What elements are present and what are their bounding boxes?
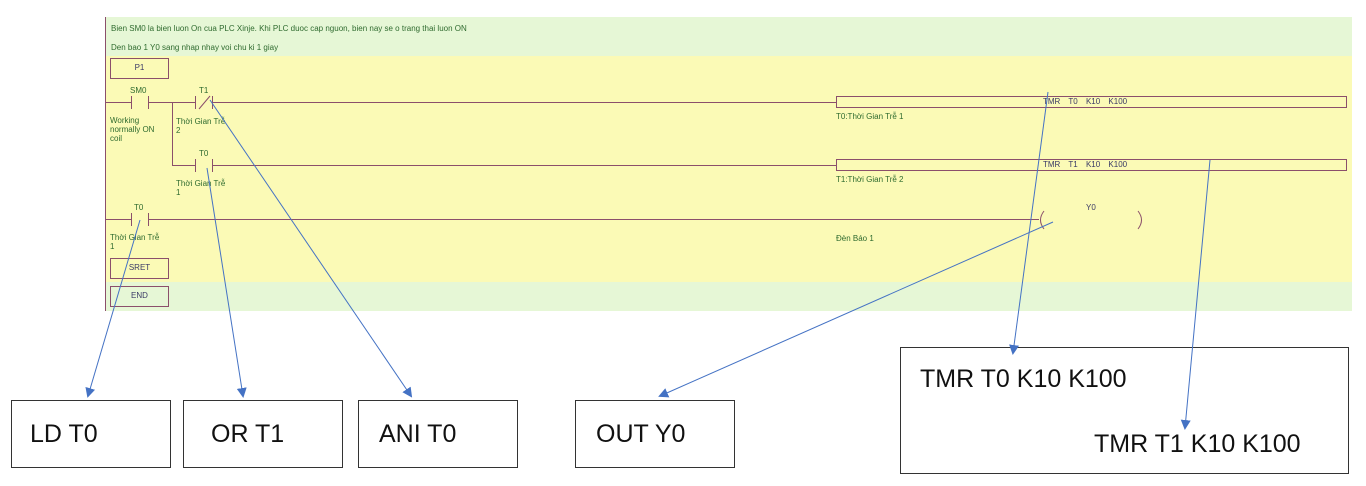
tmr-t1-coil[interactable] bbox=[836, 159, 1347, 171]
tmr-t0-coil[interactable] bbox=[836, 96, 1347, 108]
t0-branch-contact-left[interactable] bbox=[195, 159, 196, 172]
tmr-t0-instruction: TMR T0 K10 K100 bbox=[1043, 97, 1128, 106]
callout-ani-text: ANI T0 bbox=[379, 420, 457, 448]
rung2-wire-a bbox=[106, 219, 131, 220]
sm0-contact-right[interactable] bbox=[148, 96, 149, 109]
arrow-out bbox=[658, 221, 1054, 398]
callout-ld: LD T0 bbox=[11, 400, 171, 468]
callout-out: OUT Y0 bbox=[575, 400, 735, 468]
sm0-comment-1: Working bbox=[110, 116, 140, 125]
t0-branch-name: T0 bbox=[199, 149, 209, 158]
arrow-tmr0 bbox=[1009, 91, 1049, 355]
y0-coil-icon[interactable] bbox=[1036, 210, 1148, 230]
arrow-or bbox=[206, 167, 247, 398]
comment-line-1: Bien SM0 la bien luon On cua PLC Xinje. … bbox=[111, 24, 467, 33]
callout-ani: ANI T0 bbox=[358, 400, 518, 468]
callout-or-text: OR T1 bbox=[211, 420, 285, 448]
sm0-contact-name: SM0 bbox=[130, 86, 147, 95]
callout-or: OR T1 bbox=[183, 400, 343, 468]
comment-line-2: Den bao 1 Y0 sang nhap nhay voi chu ki 1… bbox=[111, 43, 279, 52]
branch-wire-a bbox=[172, 165, 195, 166]
callout-tmr1-text: TMR T1 K10 K100 bbox=[1094, 430, 1301, 458]
sm0-comment-3: coil bbox=[110, 134, 123, 143]
t1-contact-name: T1 bbox=[199, 86, 209, 95]
t1-nc-slash-icon bbox=[198, 95, 211, 110]
branch-vertical bbox=[172, 102, 173, 165]
callout-tmr: TMR T0 K10 K100 TMR T1 K10 K100 bbox=[900, 347, 1349, 474]
sm0-comment-2: normally ON bbox=[110, 125, 155, 134]
comment-band bbox=[105, 17, 1352, 56]
callout-out-text: OUT Y0 bbox=[596, 420, 686, 448]
callout-tmr0-text: TMR T0 K10 K100 bbox=[920, 365, 1127, 393]
sm0-contact-left[interactable] bbox=[131, 96, 132, 109]
branch-wire-b bbox=[213, 165, 836, 166]
tmr-t1-comment: T1:Thời Gian Trễ 2 bbox=[836, 175, 904, 184]
t1-comment-2: 2 bbox=[176, 126, 181, 135]
end-band bbox=[105, 282, 1352, 311]
t0-comment-2: 1 bbox=[110, 242, 115, 251]
rung2-wire-b bbox=[149, 219, 1039, 220]
arrow-tmr1 bbox=[1180, 159, 1211, 430]
t1-contact-right[interactable] bbox=[212, 96, 213, 109]
sret-label[interactable]: SRET bbox=[110, 258, 169, 279]
p1-label[interactable]: P1 bbox=[110, 58, 169, 79]
rung1-wire-a bbox=[106, 102, 131, 103]
tmr-t0-comment: T0:Thời Gian Trễ 1 bbox=[836, 112, 904, 121]
arrow-ld bbox=[85, 219, 141, 398]
end-label[interactable]: END bbox=[110, 286, 169, 307]
y0-coil-name: Y0 bbox=[1086, 203, 1096, 212]
t0-contact-left[interactable] bbox=[131, 213, 132, 226]
t0-branch-comment-1: Thời Gian Trễ bbox=[176, 179, 226, 188]
tmr-t1-instruction: TMR T1 K10 K100 bbox=[1043, 160, 1128, 169]
t1-comment-1: Thời Gian Trễ bbox=[176, 117, 226, 126]
arrow-ani bbox=[209, 99, 413, 398]
t0-branch-contact-right[interactable] bbox=[212, 159, 213, 172]
t0-contact-right[interactable] bbox=[148, 213, 149, 226]
y0-coil-comment: Đèn Báo 1 bbox=[836, 234, 874, 243]
t1-contact-left[interactable] bbox=[195, 96, 196, 109]
left-power-rail bbox=[105, 17, 106, 311]
t0-contact-name: T0 bbox=[134, 203, 144, 212]
callout-ld-text: LD T0 bbox=[30, 420, 98, 448]
rung1-wire-c bbox=[213, 102, 836, 103]
t0-branch-comment-2: 1 bbox=[176, 188, 181, 197]
